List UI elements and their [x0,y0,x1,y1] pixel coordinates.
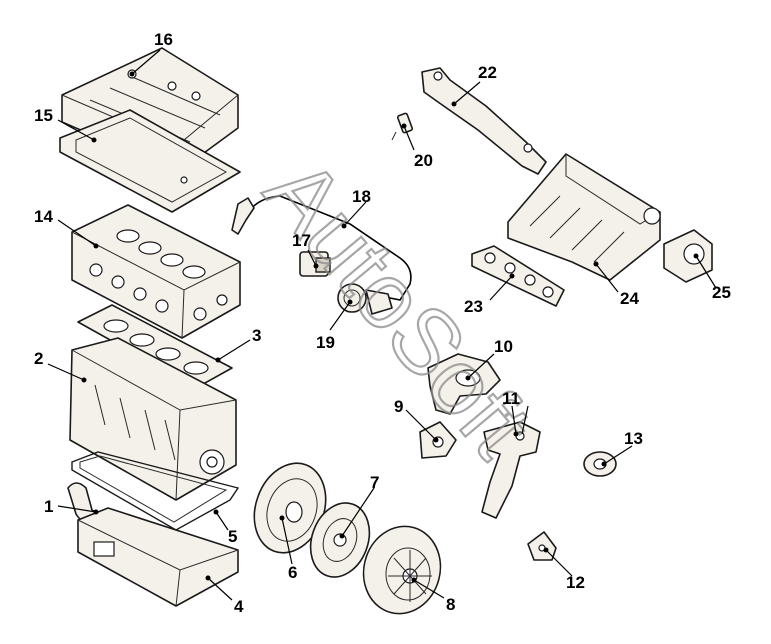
label-6: 6 [288,563,297,582]
label-20: 20 [414,151,433,170]
label-15: 15 [34,106,53,125]
part-flywheel [253,462,327,554]
watermark: AutoSoft [245,139,552,477]
label-3: 3 [252,326,261,345]
label-18: 18 [352,187,371,206]
label-5: 5 [228,527,237,546]
label-16: 16 [154,30,173,49]
part-number-labels: 16 15 14 3 2 1 5 4 6 7 8 9 10 11 12 13 1… [34,30,731,616]
label-19: 19 [316,333,335,352]
part-sensor [299,251,331,277]
part-oil-sump [77,507,239,607]
label-11: 11 [502,389,520,408]
label-2: 2 [34,349,43,368]
label-17: 17 [292,231,311,250]
label-10: 10 [494,337,513,356]
part-throttle-body [663,229,713,283]
label-12: 12 [566,573,585,592]
label-25: 25 [712,283,731,302]
part-intake-manifold [507,153,661,281]
part-bush [583,451,617,477]
part-ignition-coil [337,283,393,315]
part-torque-arm [481,421,541,519]
label-8: 8 [446,595,455,614]
label-14: 14 [34,207,53,226]
label-1: 1 [44,497,53,516]
label-9: 9 [394,397,403,416]
part-manifold-gasket [471,245,565,307]
part-fuel-rail [421,67,547,175]
label-7: 7 [370,473,379,492]
leader-lines [47,49,717,601]
label-4: 4 [234,597,244,616]
label-22: 22 [478,63,497,82]
part-sump-gasket [71,451,240,531]
part-injector [391,112,414,141]
part-rocker-gasket [59,109,241,213]
label-23: 23 [464,297,483,316]
part-wiring-harness [231,195,412,301]
label-24: 24 [620,289,639,308]
label-13: 13 [624,429,643,448]
part-cylinder-head [71,204,241,339]
watermark-text: AutoSoft [246,140,551,476]
